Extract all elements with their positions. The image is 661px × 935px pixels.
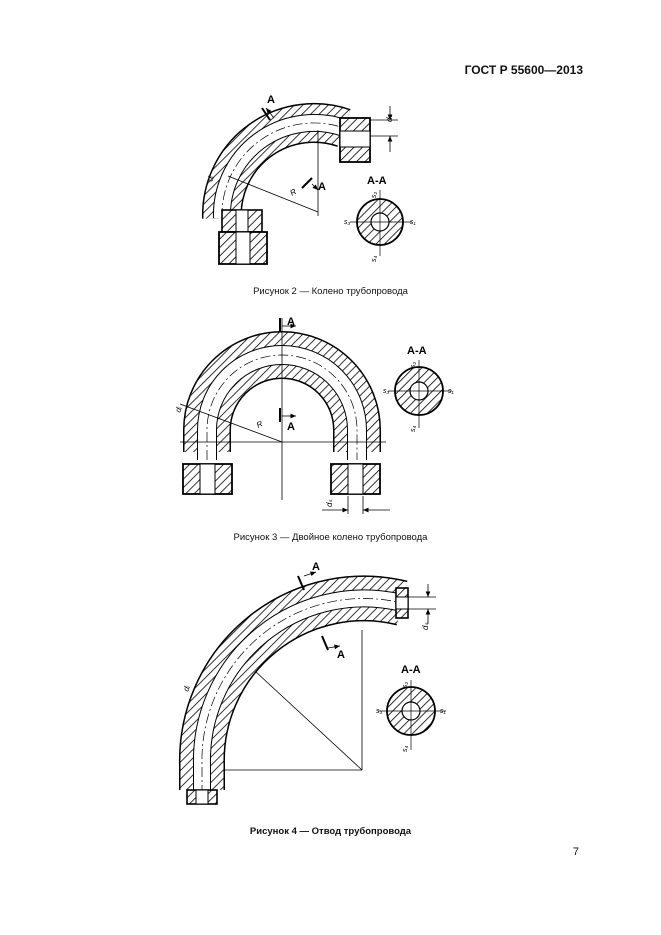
fig3-section-title: А-А — [407, 345, 427, 357]
figure-3-drawing — [179, 318, 452, 514]
fig2-label-s1: s₁ — [410, 219, 417, 226]
fig4-label-s4: s₄ — [402, 746, 409, 753]
fig3-label-s1: s₁ — [448, 388, 455, 395]
fig4-section-title: А-А — [401, 664, 421, 676]
fig4-label-d-outer: dₛ — [421, 622, 430, 630]
fig2-label-s3: s₃ — [344, 219, 351, 226]
figure-4-drawing — [178, 571, 446, 805]
fig2-label-s2: s₂ — [371, 192, 378, 199]
page-number: 7 — [572, 846, 579, 858]
fig3-label-d-inner: dᵢ — [173, 405, 184, 414]
fig3-section-mark-top: А — [287, 316, 295, 328]
fig3-label-d-outer: dₛ — [325, 499, 334, 507]
fig2-label-s4: s₄ — [371, 256, 378, 263]
fig4-section-mark-top: А — [312, 561, 320, 573]
fig4-label-s3: s₃ — [376, 708, 383, 715]
fig2-section-title: А-А — [367, 175, 387, 187]
fig2-label-d-outer: dₛ — [385, 114, 394, 122]
standard-header: ГОСТ Р 55600—2013 — [464, 63, 583, 77]
figure-2-caption: Рисунок 2 — Колено трубопровода — [253, 286, 408, 297]
fig4-label-s1: s₁ — [440, 708, 447, 715]
fig3-label-s4: s₄ — [410, 426, 417, 433]
fig3-label-radius: R — [255, 419, 264, 430]
fig3-section-mark-bottom: А — [287, 421, 295, 433]
fig4-section-mark-bottom: А — [337, 649, 345, 661]
fig4-label-s2: s₂ — [402, 682, 409, 689]
figure-2-drawing — [201, 102, 412, 265]
fig3-label-s2: s₂ — [410, 362, 417, 369]
fig2-label-d-inner: dᵢ — [205, 174, 216, 183]
fig2-section-mark-top: А — [267, 94, 275, 106]
figure-4-caption: Рисунок 4 — Отвод трубопровода — [249, 826, 412, 837]
fig2-section-mark-bottom: А — [318, 181, 326, 193]
fig4-label-d-inner: dᵢ — [181, 684, 192, 693]
fig3-label-s3: s₃ — [383, 388, 390, 395]
fig2-label-radius: R — [289, 187, 299, 198]
figure-3-caption: Рисунок 3 — Двойное колено трубопровода — [233, 532, 428, 543]
